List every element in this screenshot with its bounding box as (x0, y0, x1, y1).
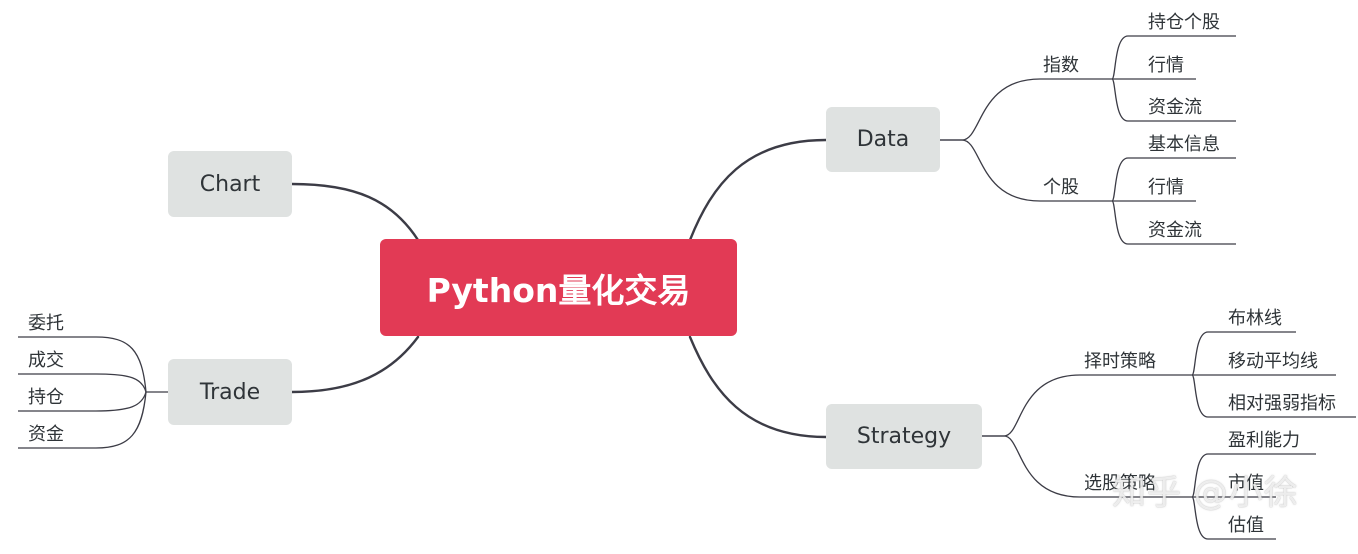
chart-node-label: Chart (199, 171, 261, 197)
data-group-index[interactable]: 指数 (1043, 55, 1079, 76)
strategy-group-selection[interactable]: 选股策略 (1084, 473, 1156, 494)
selection-leaf-profitability[interactable]: 盈利能力 (1228, 430, 1300, 451)
trade-leaf-funds[interactable]: 资金 (28, 424, 64, 445)
edge-index-leaf-3 (1111, 78, 1236, 122)
selection-leaf-market-cap[interactable]: 市值 (1228, 473, 1264, 494)
strategy-node-label: Strategy (856, 424, 952, 449)
root-title: Python量化交易 (426, 270, 691, 310)
edge-trade-leaf-1 (18, 336, 147, 393)
index-leaf-quotes[interactable]: 行情 (1148, 55, 1184, 76)
edge-trade-leaf-2 (18, 373, 147, 393)
edge-root-strategy (688, 335, 828, 439)
trade-leaf-order[interactable]: 委托 (28, 313, 64, 334)
trade-leaf-position[interactable]: 持仓 (28, 387, 64, 408)
timing-leaf-bollinger[interactable]: 布林线 (1228, 308, 1282, 329)
edge-trade-leaf-4 (18, 391, 147, 449)
edge-index-leaf-1 (1111, 35, 1236, 80)
stock-leaf-basic-info[interactable]: 基本信息 (1148, 134, 1220, 155)
edge-data-index (940, 78, 1112, 141)
strategy-group-timing[interactable]: 择时策略 (1084, 351, 1156, 372)
timing-leaf-moving-average[interactable]: 移动平均线 (1228, 351, 1318, 372)
edge-timing-leaf-3 (1191, 374, 1356, 418)
edge-root-data (688, 138, 828, 242)
trade-node[interactable]: Trade (168, 359, 292, 425)
data-group-stock[interactable]: 个股 (1043, 177, 1079, 198)
edge-selection-leaf-3 (1191, 496, 1276, 540)
trade-node-label: Trade (199, 379, 261, 405)
edge-strategy-selection (982, 435, 1192, 498)
edge-root-chart (290, 182, 420, 242)
selection-leaf-valuation[interactable]: 估值 (1228, 515, 1264, 536)
chart-node[interactable]: Chart (168, 151, 292, 217)
edge-data-stock (940, 139, 1112, 202)
edge-stock-leaf-1 (1111, 157, 1236, 202)
edge-root-trade (290, 335, 420, 394)
watermark: 知乎 @小徐 (1112, 473, 1299, 513)
data-node[interactable]: Data (826, 107, 940, 172)
stock-leaf-quotes[interactable]: 行情 (1148, 177, 1184, 198)
edge-timing-leaf-1 (1191, 331, 1296, 376)
timing-leaf-rsi[interactable]: 相对强弱指标 (1228, 393, 1336, 414)
strategy-node[interactable]: Strategy (826, 404, 982, 469)
edge-strategy-timing (982, 374, 1192, 437)
stock-leaf-capital-flow[interactable]: 资金流 (1148, 220, 1202, 241)
data-node-label: Data (856, 127, 910, 152)
edge-trade-leaf-3 (18, 391, 147, 412)
edge-stock-leaf-3 (1111, 200, 1236, 245)
trade-leaf-fill[interactable]: 成交 (28, 350, 64, 371)
edge-selection-leaf-1 (1191, 453, 1316, 498)
index-leaf-capital-flow[interactable]: 资金流 (1148, 97, 1202, 118)
index-leaf-holdings[interactable]: 持仓个股 (1148, 12, 1220, 33)
root-node[interactable]: Python量化交易 (380, 239, 737, 336)
